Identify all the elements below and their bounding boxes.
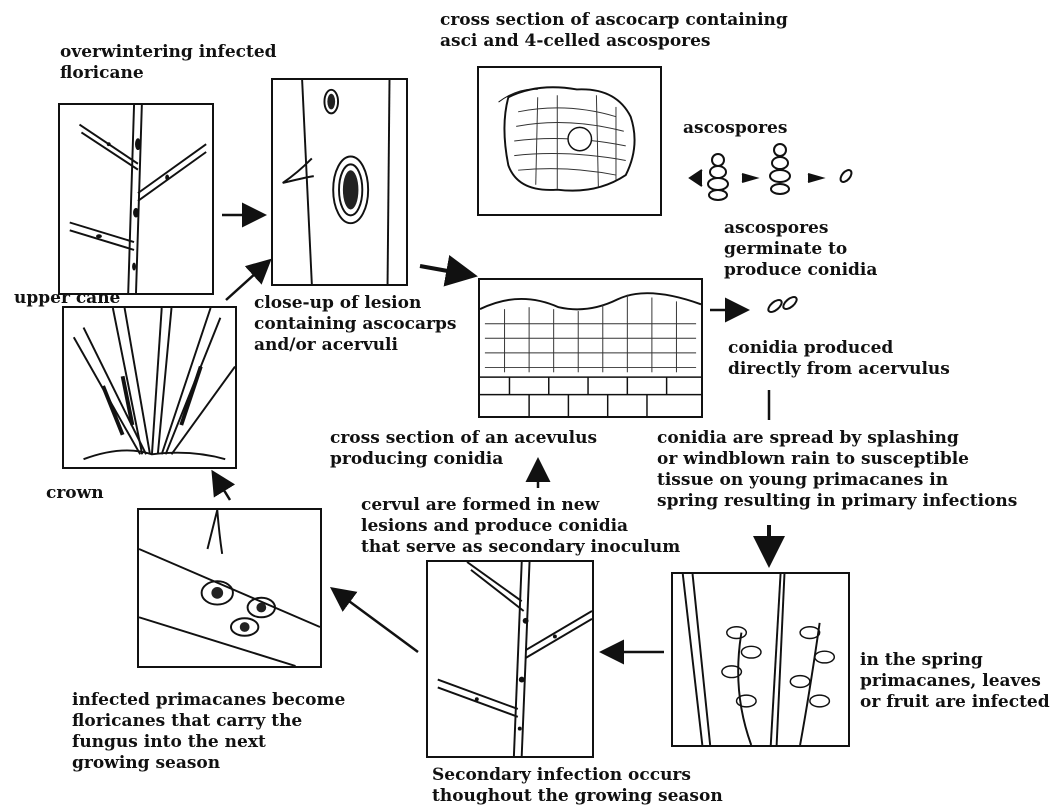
ascospore-glyphs — [690, 144, 854, 314]
